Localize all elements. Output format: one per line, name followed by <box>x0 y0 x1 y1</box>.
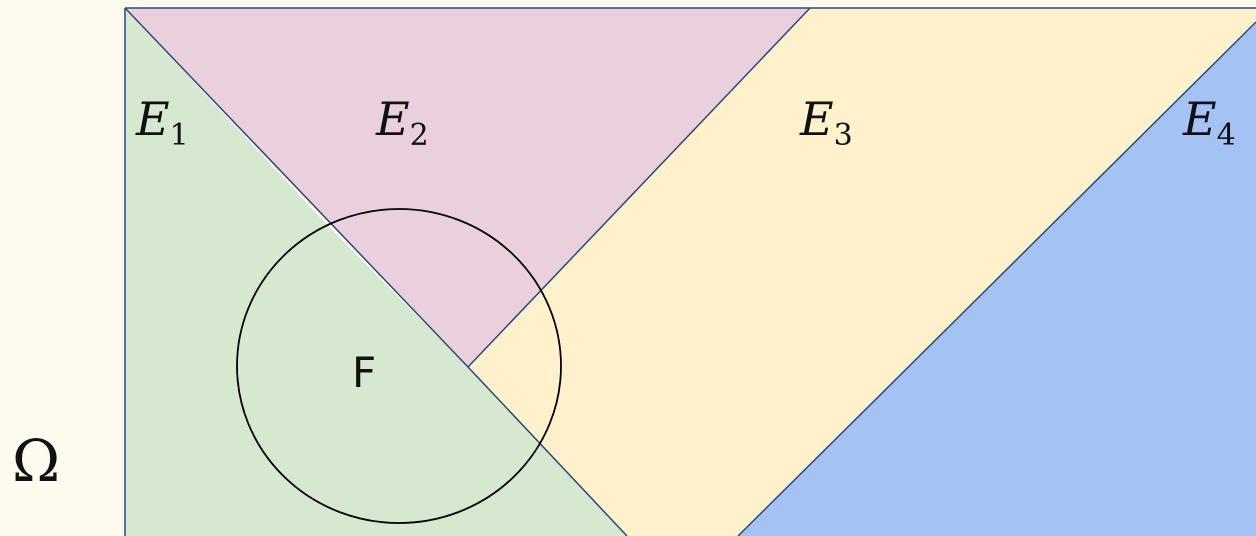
boundary-e1-e3 <box>467 366 628 536</box>
region-e2-label: E2 <box>376 92 429 153</box>
region-e4-label: E4 <box>1183 92 1236 153</box>
boundary-e3-e4 <box>737 21 1256 536</box>
region-e3 <box>468 8 1256 536</box>
set-f-circle <box>236 208 562 524</box>
universe-label: Ω <box>12 427 61 495</box>
boundary-e1-e2 <box>124 7 469 368</box>
region-e3-label: E3 <box>800 92 853 153</box>
region-e2 <box>125 8 810 367</box>
set-f-label: F <box>352 348 377 397</box>
region-e1-label: E1 <box>136 92 189 153</box>
boundary-e2-e3 <box>467 7 811 368</box>
region-e1 <box>125 8 627 536</box>
